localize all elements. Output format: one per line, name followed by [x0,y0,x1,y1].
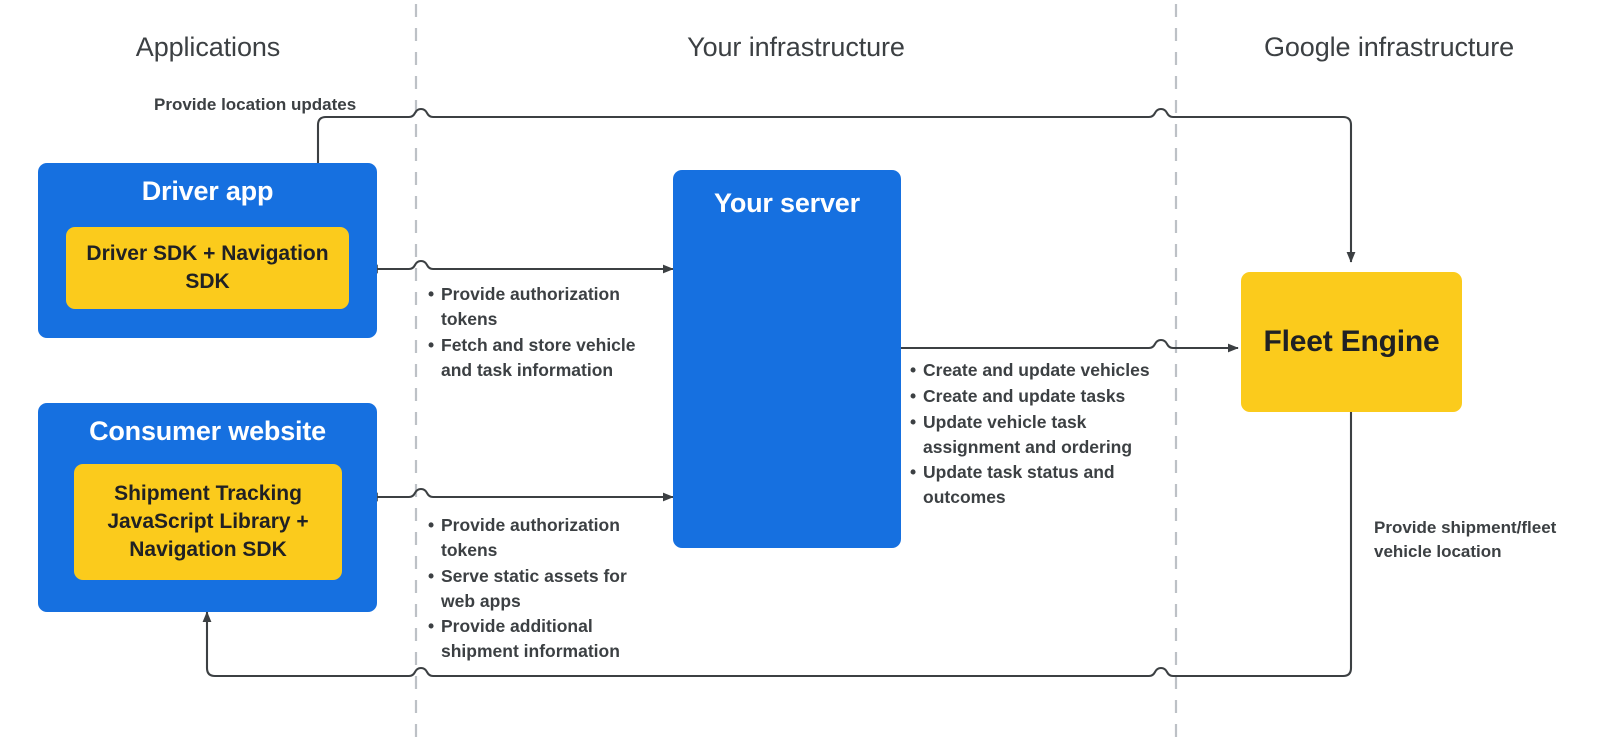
bullet-item: Create and update tasks [910,384,1158,409]
bullet-item: Provide additional shipment information [428,614,646,664]
node-fleet-engine[interactable]: Fleet Engine [1241,272,1462,412]
bullet-item: Update task status and outcomes [910,460,1158,510]
node-your-server-title: Your server [714,188,860,218]
chip-driver-sdk-navigation-sdk[interactable]: Driver SDK + Navigation SDK [66,227,349,309]
connector-consumer-website-your-server [366,487,674,502]
bullet-item: Serve static assets for web apps [428,564,646,614]
connector-fleet-engine-to-consumer-website [202,412,1353,678]
chip-shipment-tracking-js-library[interactable]: Shipment Tracking JavaScript Library + N… [74,464,342,580]
label-provide-location-updates: Provide location updates [154,95,357,114]
connector-driver-to-fleet-engine [316,107,1356,263]
bullet-item: Update vehicle task assignment and order… [910,410,1158,460]
bullets-driver-app-your-server: Provide authorization tokens Fetch and s… [428,282,656,383]
bullet-item: Create and update vehicles [910,358,1158,383]
bullet-item: Provide authorization tokens [428,282,656,332]
connector-driver-app-your-server [366,259,674,274]
bullets-your-server-fleet-engine: Create and update vehicles Create and up… [910,358,1158,511]
node-consumer-website[interactable]: Consumer website Shipment Tracking JavaS… [38,403,377,612]
node-your-server[interactable]: Your server [673,170,901,548]
node-fleet-engine-title: Fleet Engine [1263,325,1440,358]
bullet-item: Provide authorization tokens [428,513,646,563]
bullet-list: Provide authorization tokens Serve stati… [428,513,646,664]
node-consumer-website-title: Consumer website [89,416,326,446]
column-header-google-infrastructure: Google infrastructure [1263,32,1515,62]
label-provide-shipment-fleet-vehicle-location: Provide shipment/fleet vehicle location [1374,518,1557,562]
column-header-applications: Applications [135,32,281,62]
connector-your-server-fleet-engine [901,338,1239,353]
bullet-list: Create and update vehicles Create and up… [910,358,1158,510]
node-driver-app-title: Driver app [141,176,274,206]
column-header-your-infrastructure: Your infrastructure [687,32,905,62]
bullet-list: Provide authorization tokens Fetch and s… [428,282,656,382]
node-driver-app[interactable]: Driver app Driver SDK + Navigation SDK [38,163,377,338]
bullets-consumer-website-your-server: Provide authorization tokens Serve stati… [428,513,646,665]
bullet-item: Fetch and store vehicle and task informa… [428,333,656,383]
